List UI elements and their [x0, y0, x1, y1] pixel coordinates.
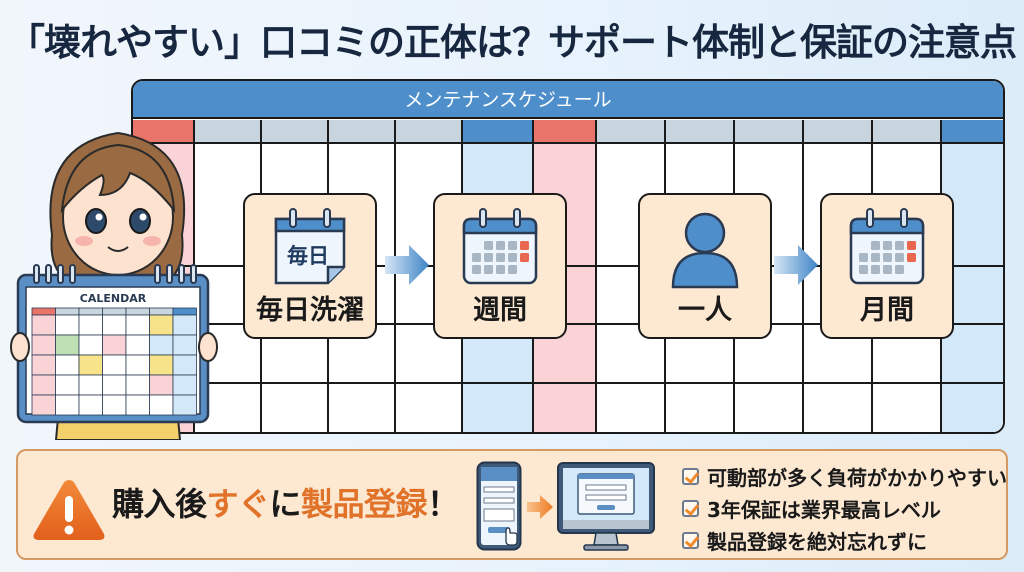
schedule-day-header [666, 120, 733, 144]
character-illustration: CALENDAR [10, 125, 225, 444]
step-card-daily: 毎日 毎日洗濯 [243, 193, 377, 339]
daily-calendar-icon: 毎日 [270, 207, 350, 293]
schedule-day-header [329, 120, 394, 144]
checklist-item: 製品登録を絶対忘れずに [682, 524, 1007, 556]
checklist-item: 可動部が多く負荷がかかりやすい [682, 460, 1007, 492]
checklist-item: 3年保証は業界最高レベル [682, 492, 1007, 524]
schedule-row-line [133, 265, 1003, 267]
monthly-calendar-icon [847, 207, 927, 293]
schedule-day-header [735, 120, 802, 144]
monitor-registration-icon [556, 461, 656, 557]
svg-text:毎日: 毎日 [287, 244, 329, 268]
step-card-person: 一人 [638, 193, 772, 339]
schedule-day-header [195, 120, 260, 144]
step-card-monthly: 月間 [820, 193, 954, 339]
smartphone-registration-icon [476, 461, 522, 555]
schedule-header: メンテナンスケジュール [133, 81, 1003, 119]
schedule-day-header [396, 120, 461, 144]
warning-icon [31, 476, 107, 548]
arrow-right-icon [774, 243, 818, 291]
registration-warning: 購入後すぐに製品登録！ [112, 485, 459, 523]
weekly-calendar-icon [460, 207, 540, 293]
schedule-day-header [873, 120, 940, 144]
checkbox-icon [682, 467, 699, 485]
person-icon [665, 207, 745, 295]
step-card-weekly: 週間 [433, 193, 567, 339]
arrow-right-icon [385, 243, 429, 291]
schedule-day-header [804, 120, 871, 144]
step-label: 週間 [473, 295, 527, 326]
page-title: 「壊れやすい」口コミの正体は？サポート体制と保証の注意点 [8, 21, 1017, 64]
schedule-day-header [534, 120, 595, 144]
schedule-day-header [597, 120, 664, 144]
schedule-row-line [133, 323, 1003, 325]
calendar-label: CALENDAR [80, 292, 147, 305]
checkbox-icon [682, 531, 699, 549]
step-label: 一人 [678, 295, 732, 326]
checklist: 可動部が多く負荷がかかりやすい 3年保証は業界最高レベル 製品登録を絶対忘れずに [682, 460, 1007, 556]
step-label: 毎日洗濯 [256, 295, 364, 326]
schedule-row-line [133, 382, 1003, 384]
checkbox-icon [682, 499, 699, 517]
schedule-day-header [463, 120, 532, 144]
arrow-right-icon [527, 494, 553, 524]
schedule-day-header [942, 120, 1003, 144]
schedule-day-header [262, 120, 327, 144]
step-label: 月間 [860, 295, 914, 326]
